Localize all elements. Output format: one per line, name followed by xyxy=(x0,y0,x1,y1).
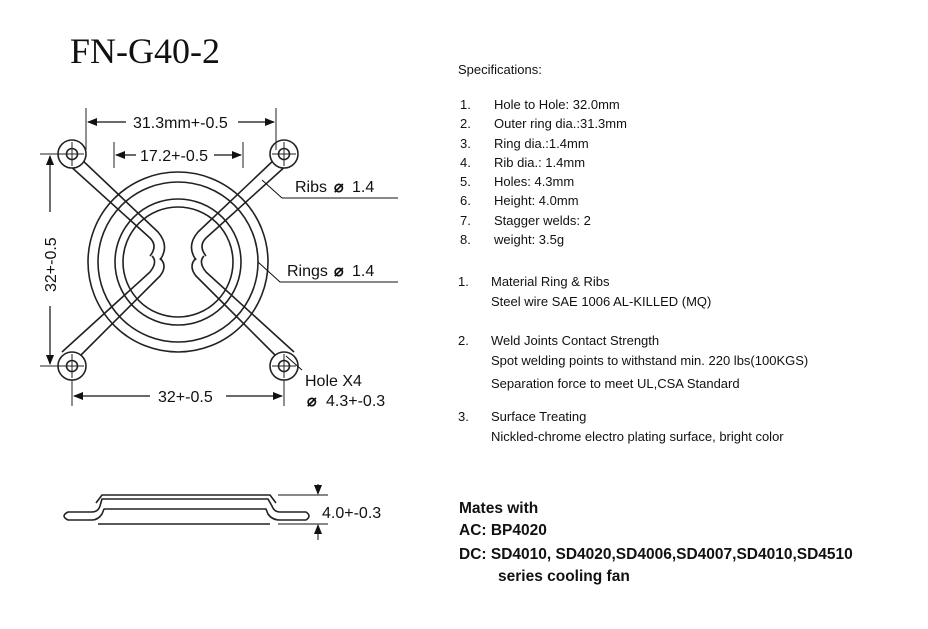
spec-item: 3.Ring dia.:1.4mm xyxy=(460,135,589,151)
hole-label: Hole X4 xyxy=(305,373,362,390)
specifications-heading: Specifications: xyxy=(458,62,542,77)
note-weld: 2.Weld Joints Contact Strength Spot weld… xyxy=(458,333,809,391)
hole-centerlines xyxy=(60,142,296,378)
mates-dc-series: series cooling fan xyxy=(498,568,630,585)
inner-ring xyxy=(114,198,242,326)
spec-item: 5.Holes: 4.3mm xyxy=(460,174,575,190)
spec-item: 6.Height: 4.0mm xyxy=(460,193,579,209)
dim-bottom: 32+-0.5 xyxy=(158,389,213,406)
hole-diameter-icon: ⌀ xyxy=(307,393,317,410)
spec-item: 7.Stagger welds: 2 xyxy=(460,212,591,228)
dim-left: 32+-0.5 xyxy=(43,237,60,292)
mates-dc: DC: SD4010, SD4020,SD4006,SD4007,SD4010,… xyxy=(459,546,853,563)
dimension-lines xyxy=(46,118,283,400)
hole-value: 4.3+-0.3 xyxy=(326,393,385,410)
ribs-diameter-icon: ⌀ xyxy=(334,179,344,196)
spec-item: 1.Hole to Hole: 32.0mm xyxy=(460,97,620,112)
ribs-value: 1.4 xyxy=(352,179,374,196)
mates-heading: Mates with xyxy=(459,500,539,517)
ribs xyxy=(61,157,295,361)
specifications-list: 1.Hole to Hole: 32.0mm 2.Outer ring dia.… xyxy=(460,95,627,249)
height-dimension xyxy=(278,484,328,540)
rings-diameter-icon: ⌀ xyxy=(334,263,344,280)
dim-top-outer: 31.3mm+-0.5 xyxy=(133,115,228,132)
note-surface: 3.Surface Treating Nickled-chrome electr… xyxy=(458,409,784,444)
ribs-label: Ribs xyxy=(295,179,327,196)
spec-item: 2.Outer ring dia.:31.3mm xyxy=(460,116,627,132)
spec-item: 4.Rib dia.: 1.4mm xyxy=(460,154,586,170)
rings-value: 1.4 xyxy=(352,263,374,280)
spec-item: 8.weight: 3.5g xyxy=(460,232,565,248)
height-label: 4.0+-0.3 xyxy=(322,505,381,522)
note-material: 1.Material Ring & Ribs Steel wire SAE 10… xyxy=(458,274,712,309)
dim-top-inner: 17.2+-0.5 xyxy=(140,148,208,165)
extension-lines xyxy=(40,108,285,406)
mates-with-block: Mates with AC: BP4020 DC: SD4010, SD4020… xyxy=(459,498,853,588)
rings-label: Rings xyxy=(287,263,328,280)
leader-lines xyxy=(257,179,398,371)
mates-ac: AC: BP4020 xyxy=(459,522,547,539)
corner-holes xyxy=(57,139,299,381)
side-profile xyxy=(63,494,310,525)
model-title: FN-G40-2 xyxy=(70,31,220,71)
